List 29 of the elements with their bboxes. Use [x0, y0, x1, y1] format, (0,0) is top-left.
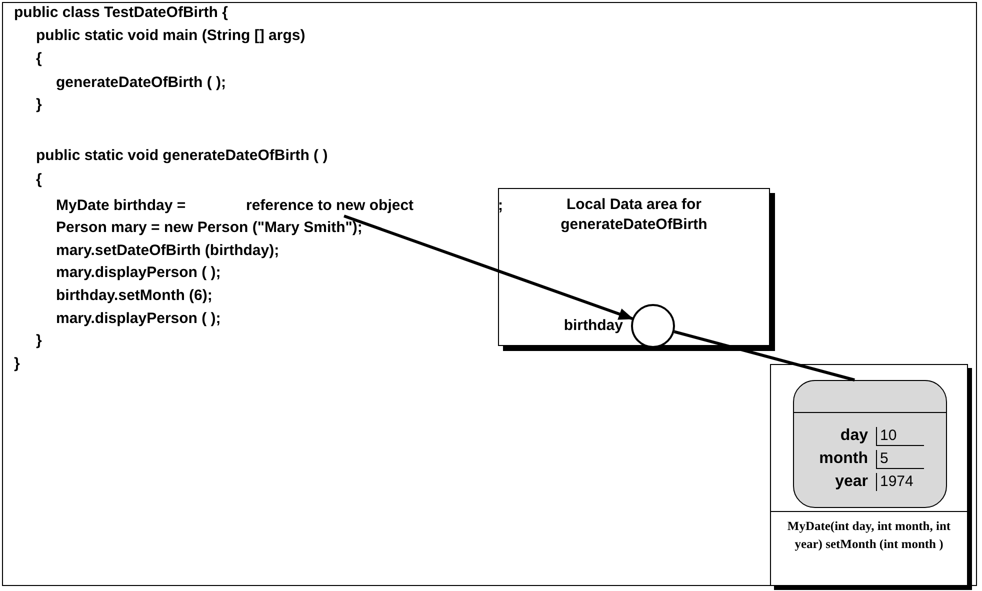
code-line: public static void generateDateOfBirth ( ): [36, 147, 328, 165]
field-name: month: [819, 450, 868, 468]
reference-circle: [631, 304, 675, 348]
code-line: public static void main (String [] args): [36, 27, 306, 45]
code-line: }: [14, 355, 20, 373]
code-line: generateDateOfBirth ( );: [56, 74, 226, 92]
field-name: day: [840, 427, 868, 445]
field-value: 5: [876, 450, 924, 469]
code-line: Person mary = new Person ("Mary Smith");: [56, 219, 362, 237]
method-list: MyDate(int day, int month, int year) setMonth (int month ): [773, 517, 965, 553]
code-line: birthday.setMonth (6);: [56, 287, 212, 305]
panel-title: Local Data area for generateDateOfBirth: [560, 195, 708, 235]
code-text: reference to new object: [246, 196, 474, 216]
code-line: {: [36, 171, 42, 189]
code-line: }: [36, 332, 42, 350]
object-fields-panel: [793, 380, 947, 508]
code-line: }: [36, 96, 42, 114]
code-line: {: [36, 50, 42, 68]
variable-name: birthday: [564, 317, 623, 335]
field-name: year: [835, 473, 868, 491]
field-value: 10: [876, 427, 924, 446]
arrow: [344, 214, 634, 320]
code-line: public class TestDateOfBirth {: [14, 4, 228, 22]
code-line: mary.setDateOfBirth (birthday);: [56, 242, 280, 260]
field-value: 1974: [876, 473, 924, 491]
code-line: MyDate birthday =: [56, 197, 186, 215]
code-line: mary.displayPerson ( );: [56, 310, 221, 328]
code-line: ;: [498, 197, 503, 215]
code-line: mary.displayPerson ( );: [56, 264, 221, 282]
